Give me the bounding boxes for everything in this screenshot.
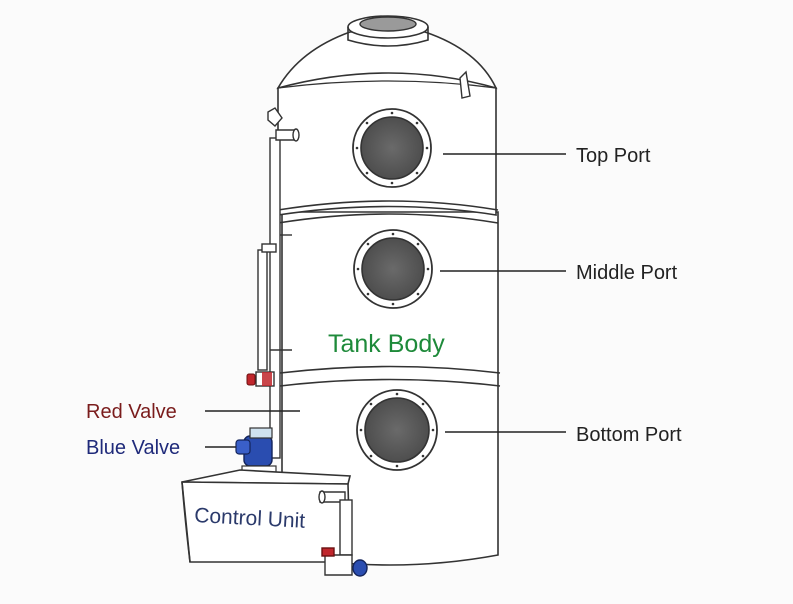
blue-valve-icon xyxy=(235,427,277,475)
top-port-window xyxy=(352,108,432,188)
lifting-lug xyxy=(459,70,471,99)
bottom-port-label: Bottom Port xyxy=(576,424,682,446)
top-manhole xyxy=(347,15,429,47)
outlet-piping xyxy=(318,490,368,577)
middle-port-label: Middle Port xyxy=(576,262,678,284)
tank-body-label: Tank Body xyxy=(328,330,445,358)
red-valve-label: Red Valve xyxy=(86,401,177,423)
red-valve-icon xyxy=(246,371,275,387)
bottom-port-window xyxy=(356,389,438,471)
tank-bands xyxy=(277,80,501,387)
middle-port-window xyxy=(353,229,433,309)
top-port-label: Top Port xyxy=(576,145,651,167)
control-unit-box xyxy=(181,469,352,563)
callout-lines xyxy=(205,153,566,448)
blue-valve-label: Blue Valve xyxy=(86,437,180,459)
vertical-piping xyxy=(257,107,300,459)
